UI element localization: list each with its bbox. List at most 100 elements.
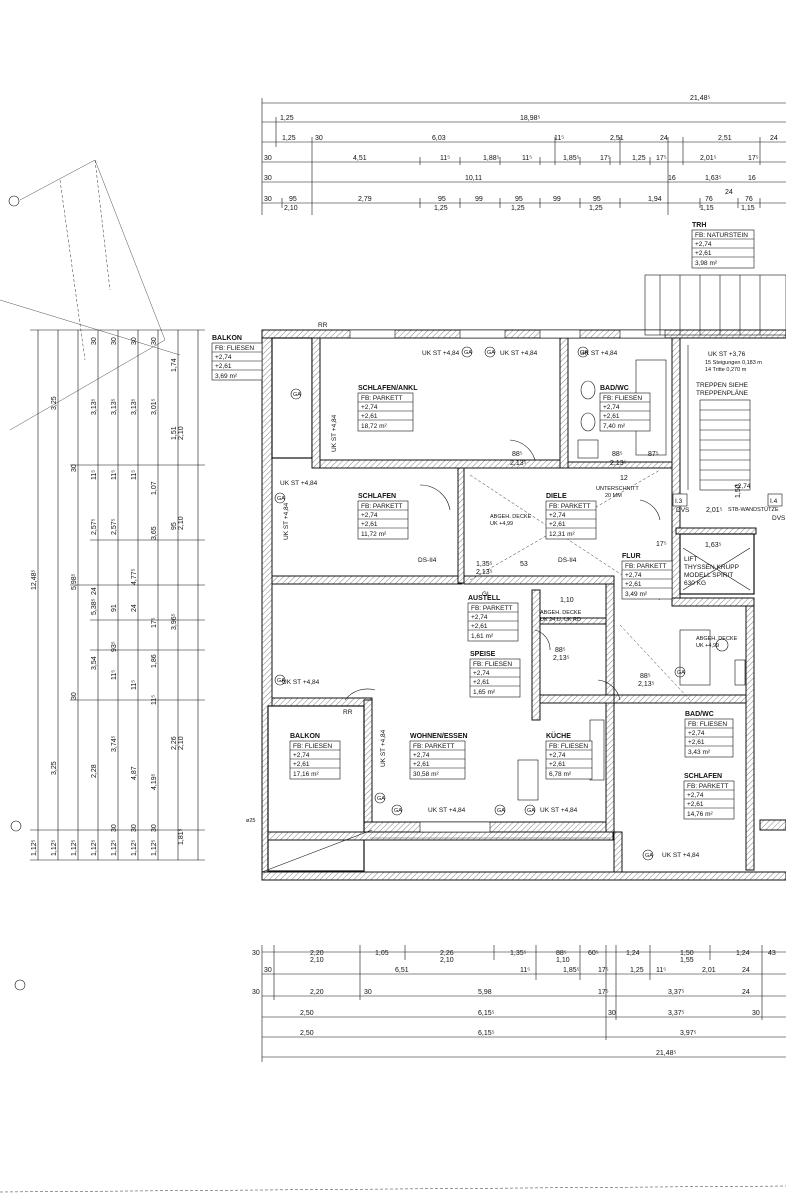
svg-text:FB: FLIESEN: FB: FLIESEN <box>688 721 727 728</box>
svg-text:53: 53 <box>520 561 528 568</box>
svg-text:95: 95 <box>593 196 601 203</box>
svg-text:+2,74: +2,74 <box>361 512 378 519</box>
svg-text:1,12⁵: 1,12⁵ <box>31 839 38 856</box>
svg-text:11⁵: 11⁵ <box>91 470 98 480</box>
svg-text:88⁵: 88⁵ <box>512 451 523 458</box>
svg-text:1,35⁵: 1,35⁵ <box>510 950 527 957</box>
svg-text:30: 30 <box>71 464 78 472</box>
svg-text:1,12⁵: 1,12⁵ <box>91 839 98 856</box>
svg-text:1,25: 1,25 <box>280 115 294 122</box>
svg-text:+2,61: +2,61 <box>361 413 378 420</box>
svg-text:6,15⁵: 6,15⁵ <box>478 1010 495 1017</box>
svg-text:11⁵: 11⁵ <box>151 695 158 705</box>
svg-text:WOHNEN/ESSEN: WOHNEN/ESSEN <box>410 733 468 740</box>
svg-text:17⁵: 17⁵ <box>598 989 609 996</box>
svg-text:+2,61: +2,61 <box>549 521 566 528</box>
svg-text:3,69 m²: 3,69 m² <box>215 373 238 380</box>
svg-text:17⁵: 17⁵ <box>598 967 609 974</box>
svg-text:I.4: I.4 <box>770 498 778 505</box>
svg-text:3,37⁵: 3,37⁵ <box>668 1010 685 1017</box>
svg-text:1,25: 1,25 <box>511 205 525 212</box>
svg-text:2,51: 2,51 <box>610 135 624 142</box>
plan-annotations: UK ST +4,84 UK ST +4,84 UK ST +4,84 UK S… <box>246 322 786 861</box>
svg-text:FB: PARKETT: FB: PARKETT <box>471 605 512 612</box>
svg-text:FB: FLIESEN: FB: FLIESEN <box>293 743 332 750</box>
svg-text:3,65: 3,65 <box>151 526 158 540</box>
fold-lines <box>0 159 181 431</box>
svg-text:+2,61: +2,61 <box>413 761 430 768</box>
svg-text:LIFT: LIFT <box>684 556 697 563</box>
svg-text:DS-II4: DS-II4 <box>558 557 577 564</box>
svg-text:TREPPENPLÄNE: TREPPENPLÄNE <box>696 389 749 397</box>
svg-text:6,78 m²: 6,78 m² <box>549 771 572 778</box>
svg-text:11⁵: 11⁵ <box>554 135 564 142</box>
svg-text:30: 30 <box>131 337 138 345</box>
svg-text:UK ST +4,84: UK ST +4,84 <box>580 350 618 357</box>
room-label-kueche: KÜCHE FB: FLIESEN +2,74 +2,61 6,78 m² <box>545 731 593 780</box>
binder-hole <box>10 820 22 832</box>
room-label-diele: DIELE FB: PARKETT +2,74 +2,61 12,31 m² <box>545 493 597 540</box>
svg-text:UK ST +4,84: UK ST +4,84 <box>331 414 338 452</box>
svg-text:FB: PARKETT: FB: PARKETT <box>687 783 728 790</box>
svg-text:1,85⁵: 1,85⁵ <box>563 155 580 162</box>
room-label-schlafen-ankl: SCHLAFEN/ANKL FB: PARKETT +2,74 +2,61 18… <box>357 385 418 432</box>
svg-text:16: 16 <box>668 175 676 182</box>
svg-text:95: 95 <box>289 196 297 203</box>
svg-text:3,98 m²: 3,98 m² <box>695 260 718 267</box>
svg-text:BAD/WC: BAD/WC <box>685 711 714 718</box>
svg-text:FB: FLIESEN: FB: FLIESEN <box>603 395 642 402</box>
svg-text:3,54: 3,54 <box>91 656 98 670</box>
svg-text:+2,61: +2,61 <box>471 623 488 630</box>
svg-text:1,07: 1,07 <box>151 481 158 495</box>
svg-text:95: 95 <box>515 196 523 203</box>
svg-text:11⁵: 11⁵ <box>111 470 118 480</box>
svg-text:1,55: 1,55 <box>680 957 694 964</box>
svg-text:+2,74: +2,74 <box>293 752 310 759</box>
svg-text:17,16 m²: 17,16 m² <box>293 771 319 778</box>
svg-text:TREPPEN SIEHE: TREPPEN SIEHE <box>696 382 749 389</box>
svg-text:6,03: 6,03 <box>432 135 446 142</box>
svg-text:+2,74: +2,74 <box>603 404 620 411</box>
svg-text:1,12⁵: 1,12⁵ <box>71 839 78 856</box>
svg-text:2,13⁵: 2,13⁵ <box>553 655 570 662</box>
svg-text:+2,61: +2,61 <box>215 363 232 370</box>
room-label-schlafen: SCHLAFEN FB: PARKETT +2,74 +2,61 11,72 m… <box>357 493 409 540</box>
svg-text:1,10: 1,10 <box>556 957 570 964</box>
svg-text:GA: GA <box>645 853 653 859</box>
svg-text:ABGEH. DECKE: ABGEH. DECKE <box>490 514 532 520</box>
svg-text:GA: GA <box>277 496 285 502</box>
svg-text:1,10: 1,10 <box>560 597 574 604</box>
svg-text:24: 24 <box>725 189 733 196</box>
svg-text:+2,61: +2,61 <box>361 521 378 528</box>
svg-text:+2,74: +2,74 <box>734 483 751 490</box>
svg-text:12,48⁵: 12,48⁵ <box>31 569 38 590</box>
svg-text:+2,61: +2,61 <box>473 679 490 686</box>
svg-text:4,19⁵: 4,19⁵ <box>151 773 158 790</box>
svg-text:1,12⁵: 1,12⁵ <box>111 839 118 856</box>
svg-text:1,25: 1,25 <box>434 205 448 212</box>
svg-text:11,72 m²: 11,72 m² <box>361 531 387 538</box>
svg-text:DS-II4: DS-II4 <box>418 557 437 564</box>
svg-text:30: 30 <box>264 196 272 203</box>
svg-text:11⁵: 11⁵ <box>440 155 450 162</box>
svg-text:BALKON: BALKON <box>290 733 320 740</box>
svg-text:30: 30 <box>608 1010 616 1017</box>
svg-text:76: 76 <box>745 196 753 203</box>
svg-text:1,50: 1,50 <box>680 950 694 957</box>
svg-text:20 MM: 20 MM <box>605 493 622 499</box>
svg-text:4,87: 4,87 <box>131 766 138 780</box>
svg-text:2,20: 2,20 <box>310 989 324 996</box>
svg-text:3,13⁵: 3,13⁵ <box>111 398 118 415</box>
svg-text:18,72 m²: 18,72 m² <box>361 423 387 430</box>
svg-text:11⁵: 11⁵ <box>520 967 530 974</box>
svg-text:87⁵: 87⁵ <box>648 451 659 458</box>
svg-text:1,24: 1,24 <box>626 950 640 957</box>
room-label-speise: SPEISE FB: FLIESEN +2,74 +2,61 1,65 m² <box>469 651 521 698</box>
svg-text:24: 24 <box>660 135 668 142</box>
svg-text:2,50: 2,50 <box>300 1010 314 1017</box>
svg-text:DIELE: DIELE <box>546 493 567 500</box>
binder-hole <box>14 979 26 991</box>
svg-text:1,74: 1,74 <box>171 358 178 372</box>
svg-text:2,13⁵: 2,13⁵ <box>638 681 655 688</box>
